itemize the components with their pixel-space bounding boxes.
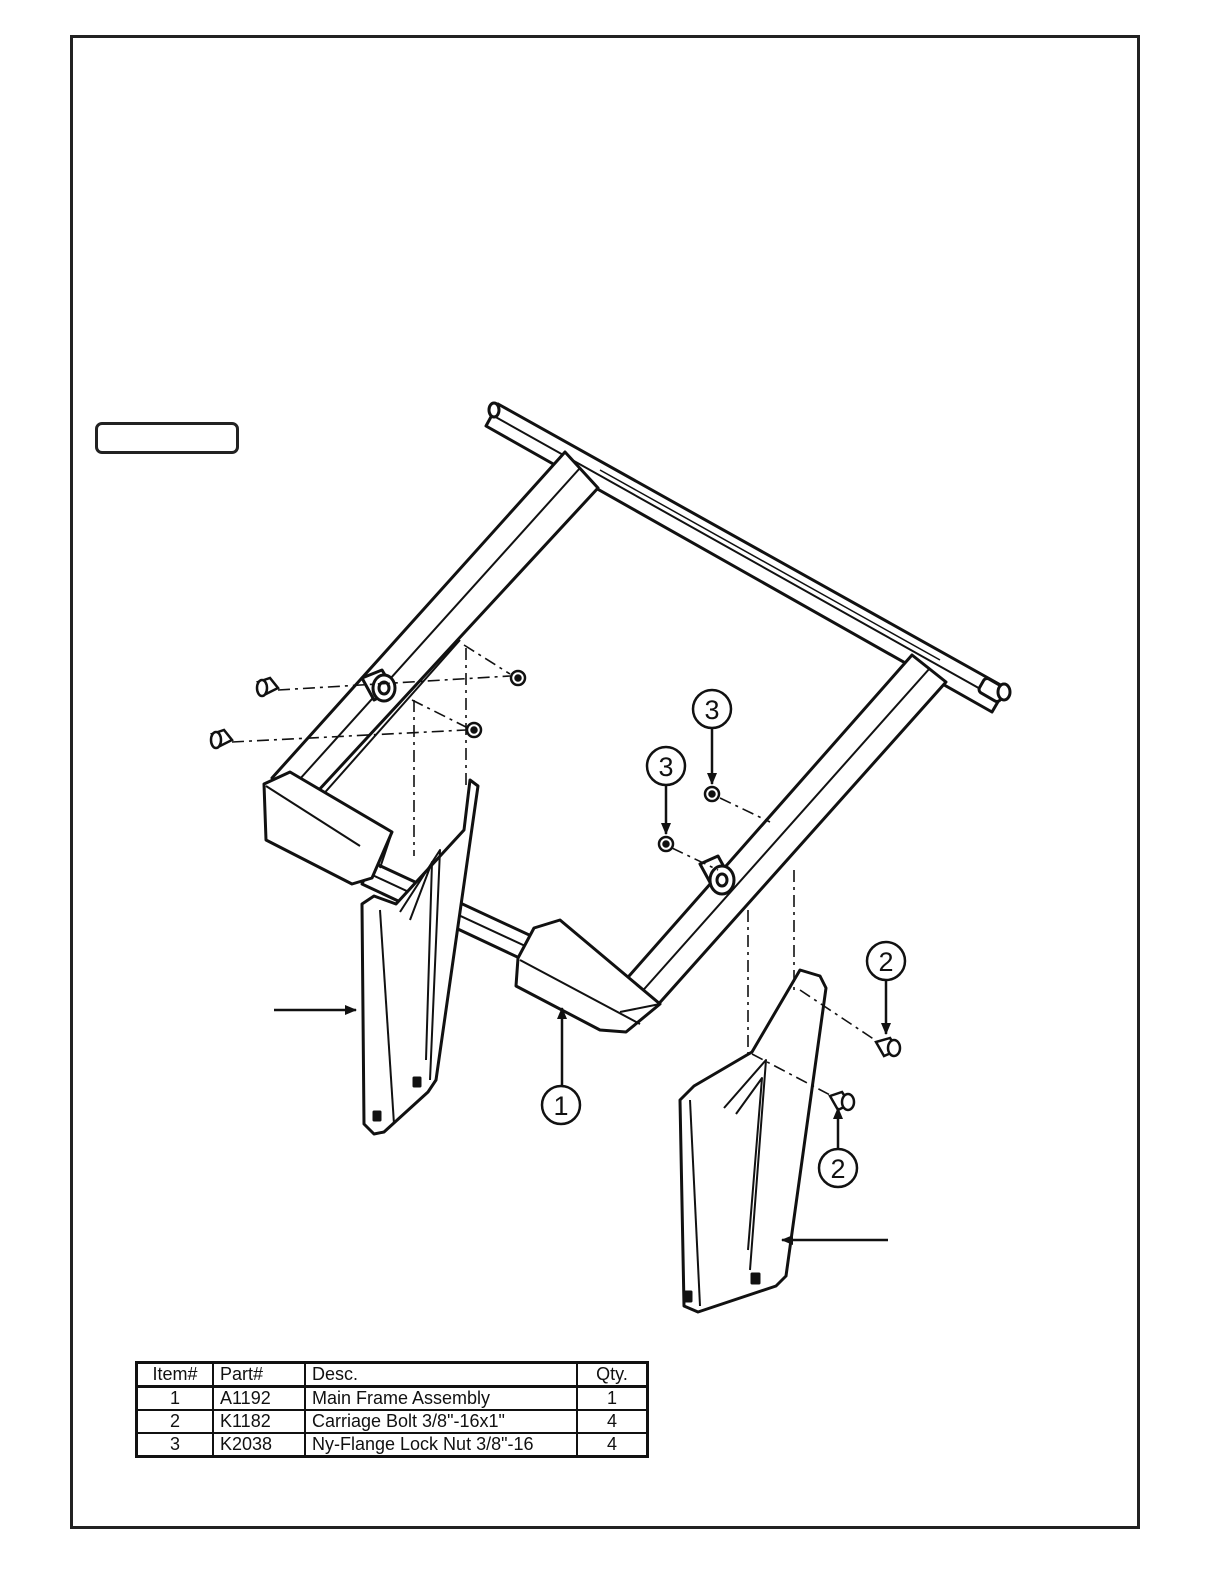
cell-item: 1: [137, 1387, 214, 1411]
cell-part: K1182: [213, 1410, 305, 1433]
lock-nut-1: [511, 671, 525, 685]
lock-nut-3: [705, 787, 719, 801]
callout-item-1-label: 1: [553, 1091, 568, 1121]
lock-nut-2: [467, 723, 481, 737]
header-item: Item#: [137, 1363, 214, 1387]
lock-nut-4: [659, 837, 673, 851]
cell-part: A1192: [213, 1387, 305, 1411]
header-qty: Qty.: [577, 1363, 648, 1387]
cell-desc: Main Frame Assembly: [305, 1387, 577, 1411]
header-part: Part#: [213, 1363, 305, 1387]
callout-item-2b-label: 2: [830, 1154, 845, 1184]
cell-item: 3: [137, 1433, 214, 1457]
carriage-bolt-3: [876, 1038, 900, 1056]
cell-qty: 4: [577, 1433, 648, 1457]
carriage-bolt-2: [211, 730, 232, 748]
table-row: 2 K1182 Carriage Bolt 3/8"-16x1" 4: [137, 1410, 648, 1433]
cell-desc: Ny-Flange Lock Nut 3/8"-16: [305, 1433, 577, 1457]
table-row: 1 A1192 Main Frame Assembly 1: [137, 1387, 648, 1411]
header-desc: Desc.: [305, 1363, 577, 1387]
carriage-bolt-4: [830, 1092, 854, 1110]
carriage-bolt-1: [257, 678, 278, 696]
callout-item-3b-label: 3: [658, 752, 673, 782]
rear-cross-tube: [486, 403, 1010, 712]
callout-item-3b: 3: [647, 747, 685, 785]
cell-part: K2038: [213, 1433, 305, 1457]
cell-qty: 4: [577, 1410, 648, 1433]
table-row: 3 K2038 Ny-Flange Lock Nut 3/8"-16 4: [137, 1433, 648, 1457]
cell-desc: Carriage Bolt 3/8"-16x1": [305, 1410, 577, 1433]
cell-qty: 1: [577, 1387, 648, 1411]
callout-item-2b: 2: [819, 1149, 857, 1187]
callout-item-3a: 3: [693, 690, 731, 728]
callout-item-2a-label: 2: [878, 947, 893, 977]
cell-item: 2: [137, 1410, 214, 1433]
table-header-row: Item# Part# Desc. Qty.: [137, 1363, 648, 1387]
side-plate-right: [680, 970, 826, 1312]
callout-item-1: 1: [542, 1086, 580, 1124]
callout-item-3a-label: 3: [704, 695, 719, 725]
callout-item-2a: 2: [867, 942, 905, 980]
parts-list-table: Item# Part# Desc. Qty. 1 A1192 Main Fram…: [135, 1361, 649, 1458]
left-side-rail: [272, 452, 598, 805]
